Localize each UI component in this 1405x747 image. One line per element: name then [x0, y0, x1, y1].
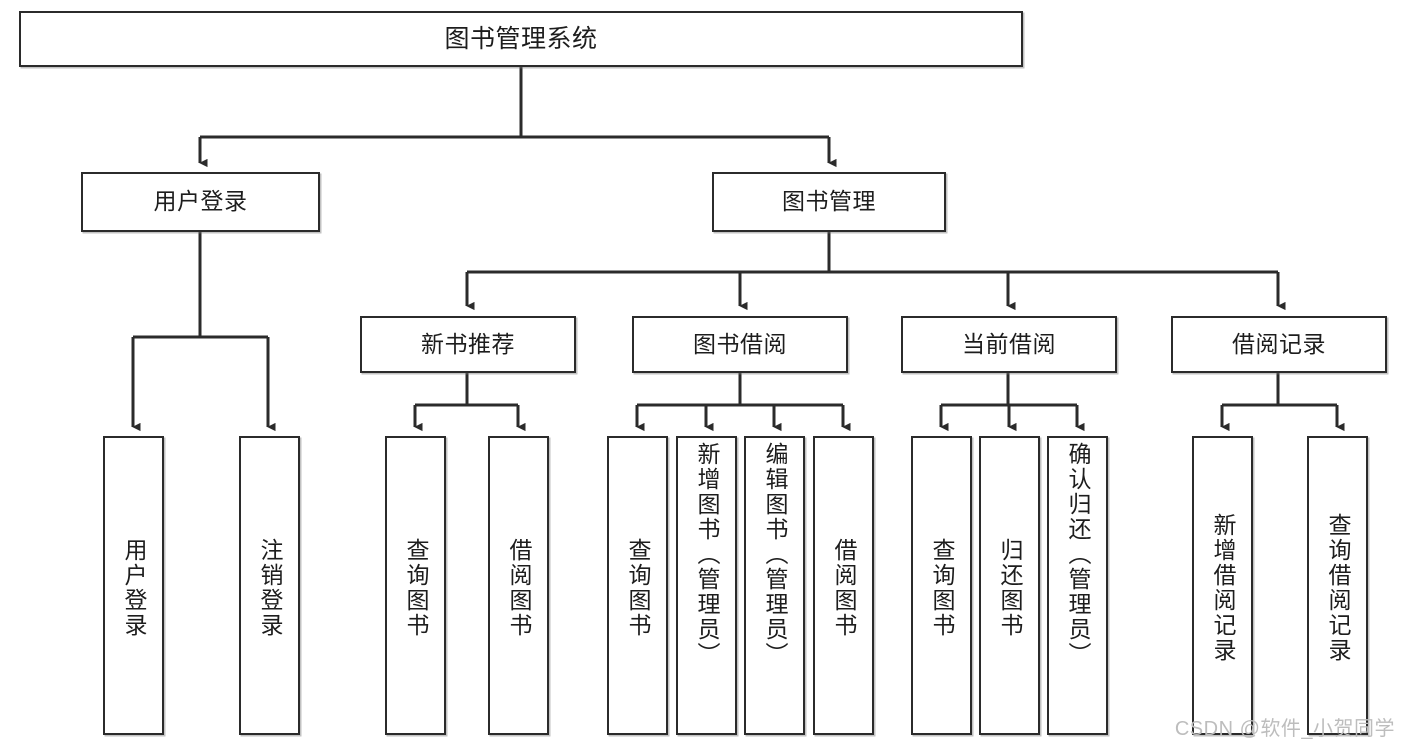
- node-leaf-query-book-3-label: 查询图书: [929, 537, 955, 638]
- node-book-management-label: 图书管理: [782, 188, 876, 215]
- node-book-management[interactable]: 图书管理: [712, 172, 946, 232]
- node-leaf-borrow-book-1-label: 借阅图书: [506, 537, 532, 638]
- node-root-label: 图书管理系统: [444, 25, 598, 53]
- node-leaf-add-book-label: 新增图书（管理员）: [694, 442, 720, 667]
- node-leaf-add-record-label: 新增借阅记录: [1210, 512, 1236, 663]
- node-new-book-recommend-label: 新书推荐: [421, 330, 515, 357]
- node-current-borrow-label: 当前借阅: [962, 330, 1056, 357]
- node-borrow-record-label: 借阅记录: [1232, 330, 1326, 357]
- node-leaf-edit-book-label: 编辑图书（管理员）: [762, 442, 788, 667]
- node-leaf-add-book[interactable]: 新增图书（管理员）: [676, 436, 737, 735]
- node-leaf-borrow-book-2[interactable]: 借阅图书: [813, 436, 874, 735]
- node-user-login[interactable]: 用户登录: [81, 172, 320, 232]
- node-leaf-confirm-return-label: 确认归还（管理员）: [1065, 442, 1091, 667]
- node-leaf-query-book-1-label: 查询图书: [403, 537, 429, 638]
- node-leaf-edit-book[interactable]: 编辑图书（管理员）: [744, 436, 805, 735]
- node-book-borrow-label: 图书借阅: [693, 330, 787, 357]
- node-new-book-recommend[interactable]: 新书推荐: [360, 316, 576, 373]
- node-leaf-query-book-1[interactable]: 查询图书: [385, 436, 446, 735]
- node-leaf-borrow-book-1[interactable]: 借阅图书: [488, 436, 549, 735]
- node-leaf-return-book-label: 归还图书: [997, 537, 1023, 638]
- node-leaf-borrow-book-2-label: 借阅图书: [831, 537, 857, 638]
- node-leaf-user-login[interactable]: 用户登录: [103, 436, 164, 735]
- node-current-borrow[interactable]: 当前借阅: [901, 316, 1117, 373]
- node-leaf-confirm-return[interactable]: 确认归还（管理员）: [1047, 436, 1108, 735]
- node-leaf-query-book-2-label: 查询图书: [625, 537, 651, 638]
- node-leaf-user-logout-label: 注销登录: [257, 537, 283, 638]
- node-leaf-user-login-label: 用户登录: [121, 537, 147, 638]
- node-leaf-user-logout[interactable]: 注销登录: [239, 436, 300, 735]
- node-user-login-label: 用户登录: [153, 188, 248, 215]
- node-leaf-query-book-2[interactable]: 查询图书: [607, 436, 668, 735]
- node-leaf-query-record[interactable]: 查询借阅记录: [1307, 436, 1368, 735]
- node-borrow-record[interactable]: 借阅记录: [1171, 316, 1387, 373]
- node-leaf-return-book[interactable]: 归还图书: [979, 436, 1040, 735]
- node-book-borrow[interactable]: 图书借阅: [632, 316, 848, 373]
- node-leaf-query-book-3[interactable]: 查询图书: [911, 436, 972, 735]
- node-leaf-add-record[interactable]: 新增借阅记录: [1192, 436, 1253, 735]
- node-leaf-query-record-label: 查询借阅记录: [1325, 512, 1351, 663]
- node-root[interactable]: 图书管理系统: [19, 11, 1023, 67]
